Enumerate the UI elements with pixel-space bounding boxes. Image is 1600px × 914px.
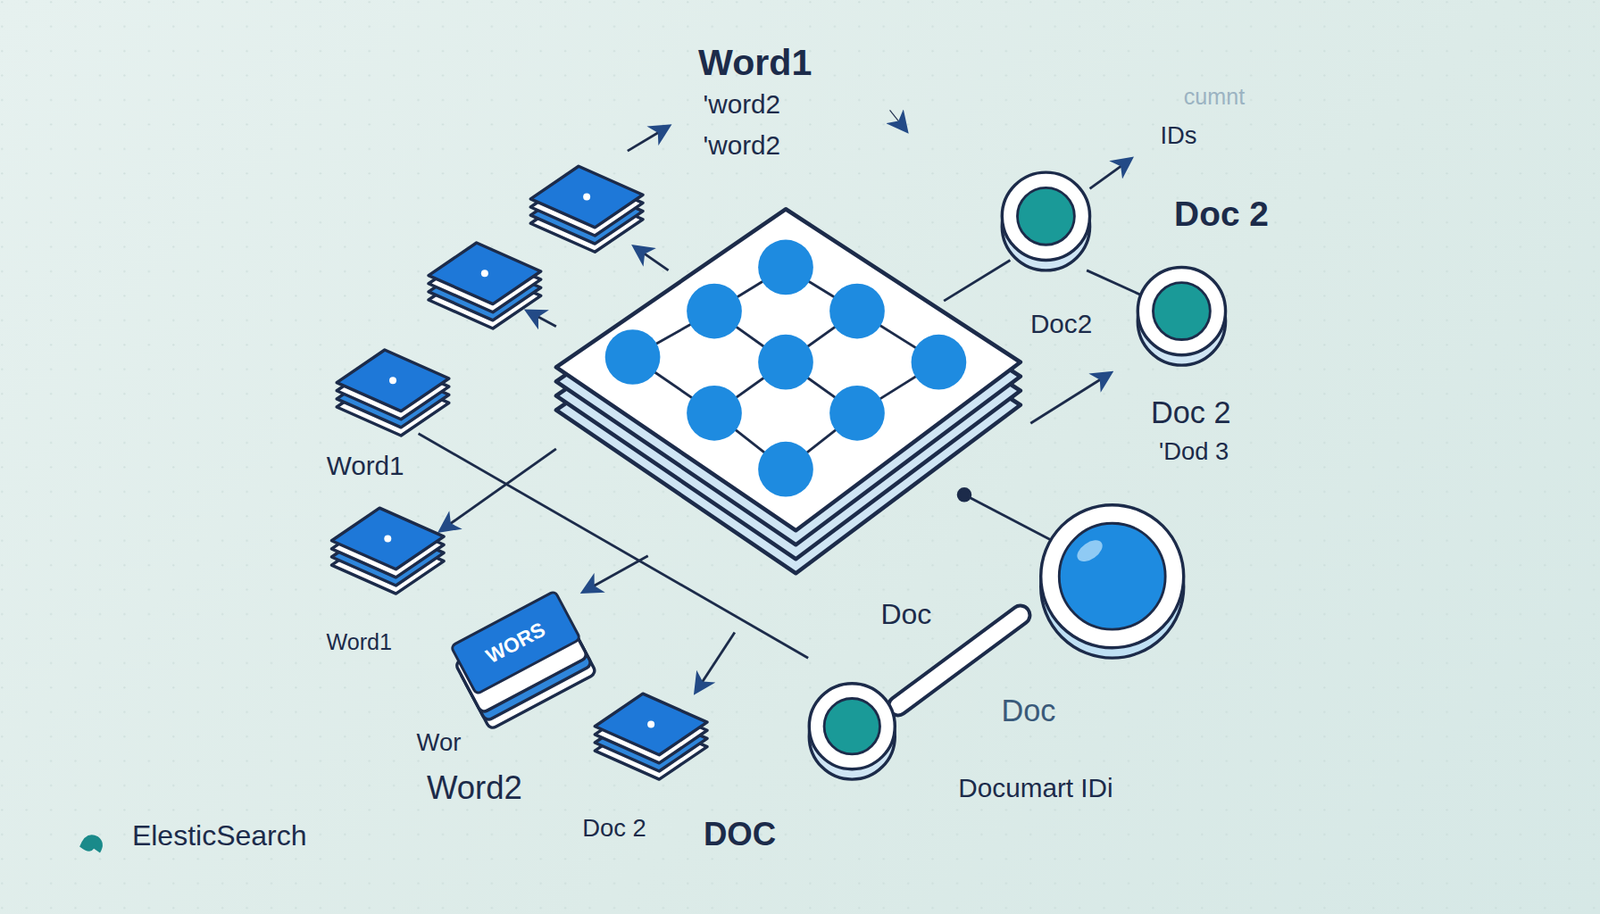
label: Doc 2 [1150, 396, 1232, 431]
connector-line [527, 311, 557, 327]
magnifier-lens [1041, 505, 1184, 649]
book-title: WORS [481, 616, 549, 668]
doc-disk-core [1016, 187, 1075, 245]
label: Word1 [326, 630, 393, 656]
arrow [1090, 158, 1132, 189]
graph-node [829, 385, 885, 442]
book-icon [530, 166, 643, 228]
label: Doc 2 [1174, 195, 1269, 234]
label: Doc [1001, 694, 1057, 729]
brand-name: ElesticSearch [132, 821, 308, 853]
arrow [890, 109, 907, 131]
glass-highlight [1073, 535, 1107, 566]
connector-line [943, 259, 1010, 301]
label: Word1 [326, 451, 405, 482]
connector-line [634, 247, 669, 271]
label: 'word2 [703, 89, 782, 119]
label: Documart IDi [958, 774, 1113, 804]
book-icon [331, 508, 444, 570]
label: Doc2 [1030, 309, 1092, 340]
label: DOC [703, 816, 776, 853]
doc-disk [1137, 266, 1225, 355]
doc-disk [808, 683, 895, 770]
book-icon [428, 242, 542, 305]
graph-node [686, 385, 742, 442]
label: Doc [880, 600, 932, 632]
book-dot [647, 720, 655, 728]
connector-line [1030, 373, 1110, 424]
label: cumnt [1183, 84, 1245, 110]
graph-node [829, 283, 885, 340]
label: Wor [416, 729, 462, 757]
connector-line [441, 449, 557, 531]
connector-line [695, 633, 734, 692]
book-dot [389, 376, 397, 384]
index-layer [556, 208, 1021, 531]
label: 'word2 [703, 131, 782, 161]
label: Word2 [426, 770, 523, 807]
arrow [627, 126, 669, 151]
book-dot [481, 269, 489, 277]
doc-disk-core [1152, 283, 1210, 341]
magnifier-glass [1058, 523, 1166, 630]
book-dot [583, 193, 591, 201]
graph-node [605, 329, 661, 385]
junction-dot [958, 488, 971, 501]
graph-node [758, 334, 814, 391]
label: Word1 [698, 42, 812, 84]
connector-line [1086, 270, 1143, 297]
connector-line [964, 494, 1057, 543]
book-icon [336, 350, 450, 412]
label: Doc 2 [582, 815, 647, 842]
graph-node [686, 283, 742, 340]
book-dot [383, 534, 392, 542]
doc-disk [1001, 172, 1090, 260]
logo-icon [79, 834, 103, 853]
doc-disk-core [824, 699, 880, 755]
icons [79, 166, 1225, 853]
graph-node [758, 441, 814, 498]
label: IDs [1159, 122, 1197, 150]
book-icon [594, 693, 708, 756]
graph-node [758, 240, 814, 296]
graph-node [911, 334, 967, 391]
label: 'Dod 3 [1158, 438, 1229, 466]
